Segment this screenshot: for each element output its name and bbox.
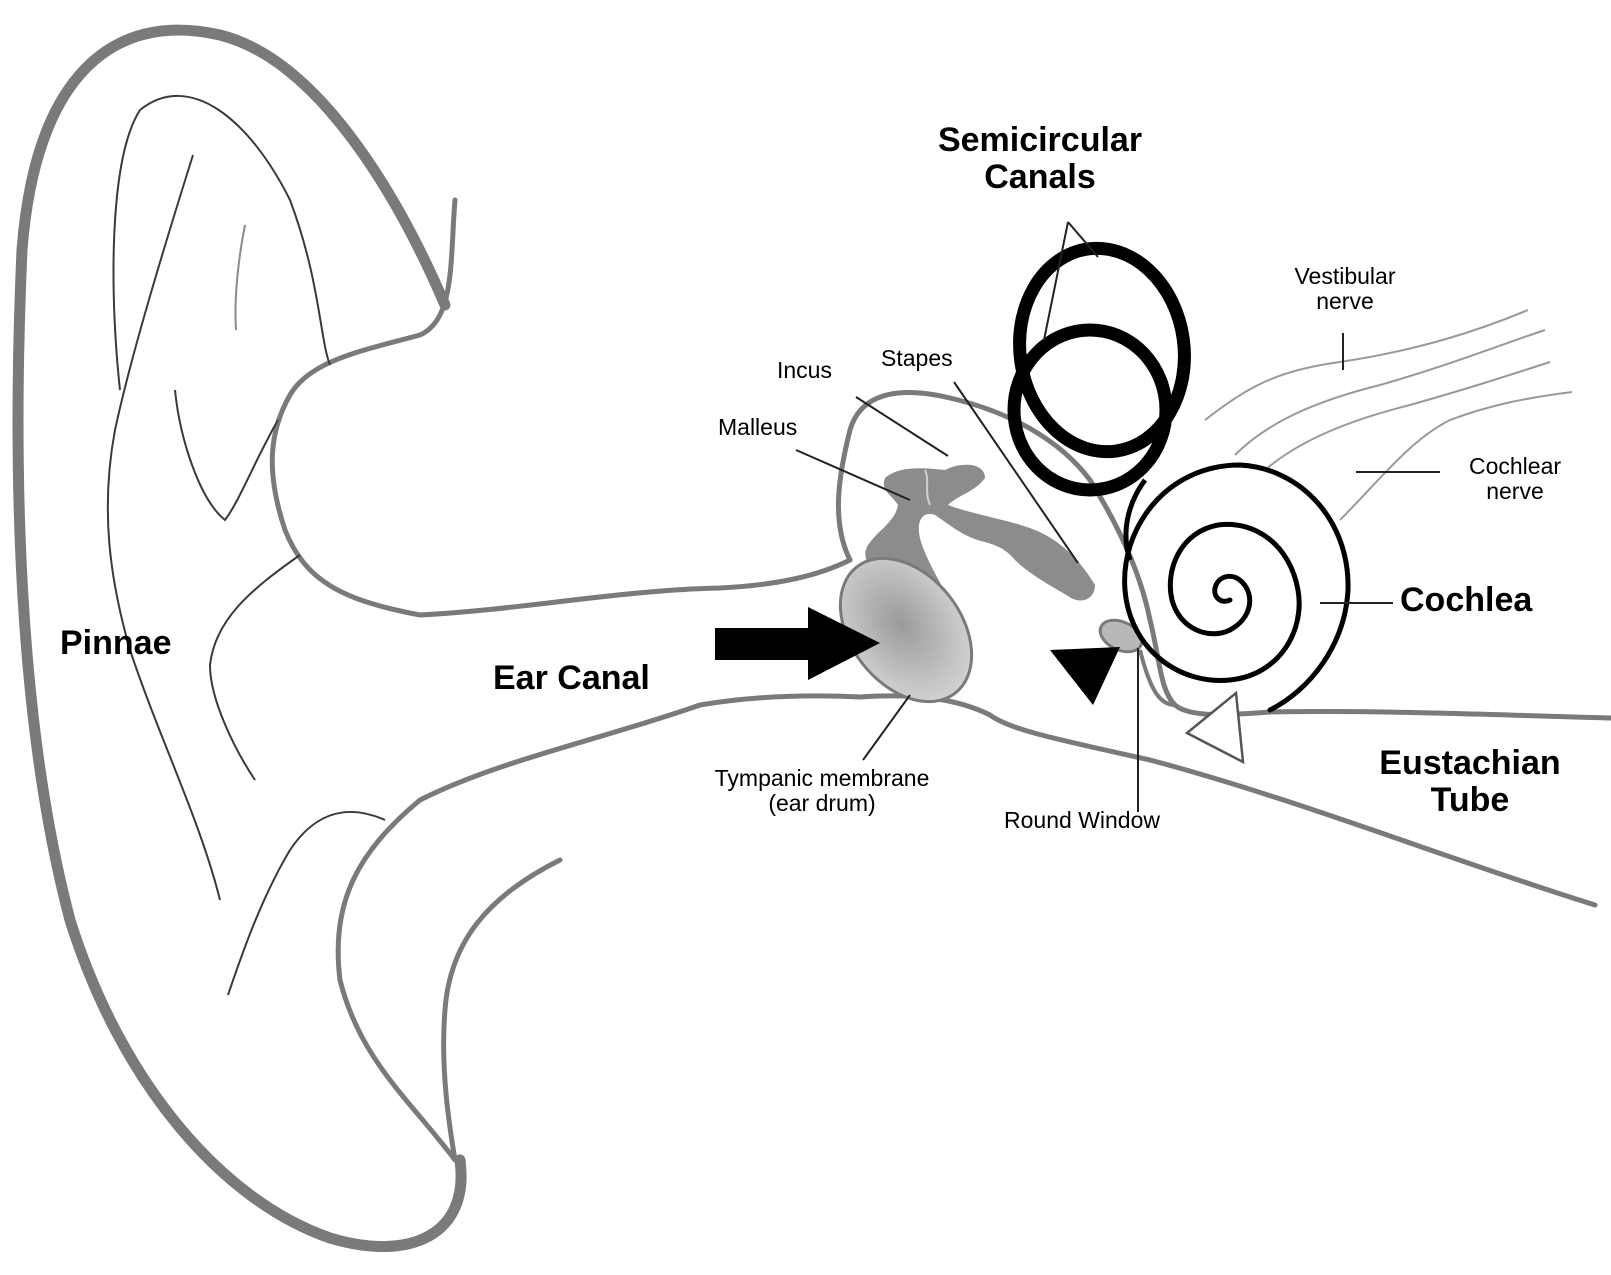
label-cochlear-nerve: Cochlear nerve	[1440, 454, 1590, 505]
label-ear-canal: Ear Canal	[493, 660, 650, 697]
cochlear-nerve-line1: Cochlear	[1440, 454, 1590, 479]
label-vestibular-nerve: Vestibular nerve	[1270, 264, 1420, 315]
tympanic-membrane-line1: Tympanic membrane	[672, 766, 972, 791]
vestibular-nerve-line2: nerve	[1270, 289, 1420, 314]
antihelix-line-1	[108, 155, 220, 900]
label-eustachian-tube: Eustachian Tube	[1360, 745, 1580, 820]
label-semicircular-canals: Semicircular Canals	[915, 122, 1165, 197]
leader-semicircular-1	[1044, 222, 1068, 340]
cochlear-nerve-line2: nerve	[1440, 479, 1590, 504]
semicircular-canals-line1: Semicircular	[915, 122, 1165, 159]
vestibular-nerve-fiber-1	[1205, 310, 1528, 420]
lobe-line	[228, 812, 385, 995]
label-pinnae: Pinnae	[60, 625, 171, 662]
eustachian-tube-line2: Tube	[1360, 782, 1580, 819]
label-malleus: Malleus	[718, 415, 797, 440]
vestibular-nerve-fiber-2	[1235, 330, 1545, 455]
black-triangle-marker	[1050, 647, 1120, 705]
label-stapes: Stapes	[881, 346, 953, 371]
vestibular-nerve-line1: Vestibular	[1270, 264, 1420, 289]
helix-rim	[272, 200, 850, 615]
antihelix-line-4	[175, 390, 278, 520]
label-cochlea: Cochlea	[1400, 582, 1532, 619]
leader-tympanic	[863, 695, 910, 760]
antihelix-line-3	[235, 225, 245, 330]
white-triangle-marker	[1187, 693, 1243, 762]
semicircular-canals-line2: Canals	[915, 159, 1165, 196]
antitragus-line	[210, 555, 300, 780]
leader-incus	[856, 397, 948, 456]
label-round-window: Round Window	[1004, 808, 1160, 833]
tympanic-membrane-line2: (ear drum)	[672, 791, 972, 816]
eustachian-tube-line1: Eustachian	[1360, 745, 1580, 782]
cochlea-spiral	[1125, 465, 1348, 710]
label-incus: Incus	[777, 358, 832, 383]
label-tympanic-membrane: Tympanic membrane (ear drum)	[672, 766, 972, 817]
antihelix-line-2	[113, 96, 330, 390]
